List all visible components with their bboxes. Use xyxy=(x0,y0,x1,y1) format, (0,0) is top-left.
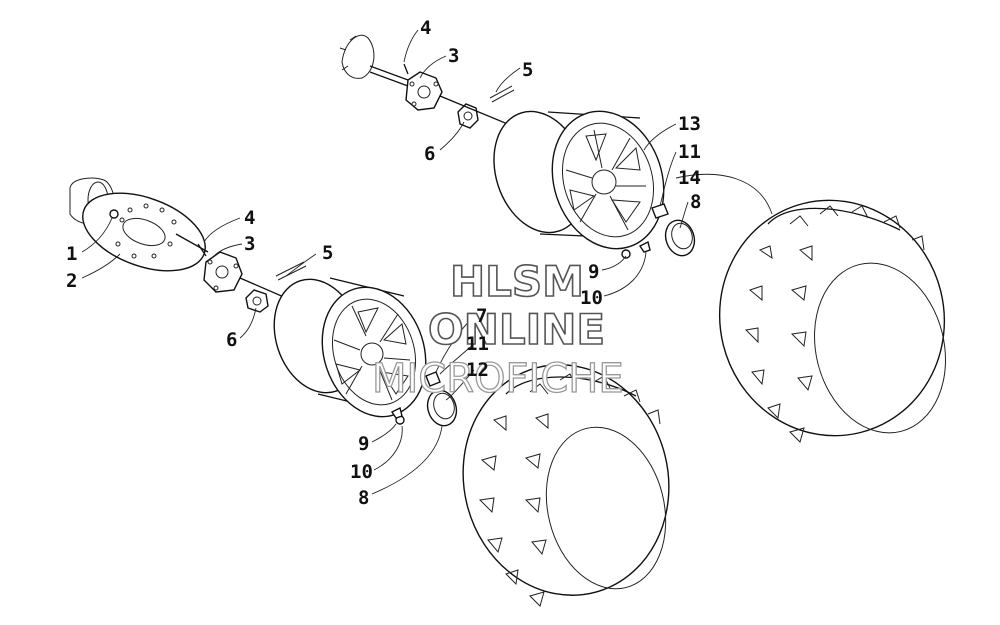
label-9-lower: 9 xyxy=(358,433,369,455)
upper-axle-assembly xyxy=(339,34,516,129)
label-1: 1 xyxy=(66,243,77,265)
watermark-line3: MICROFICHE xyxy=(372,356,624,402)
upper-small-parts xyxy=(621,203,696,259)
upper-tire xyxy=(718,199,946,443)
label-10-upper: 10 xyxy=(580,287,603,309)
label-12: 12 xyxy=(466,359,489,381)
label-8-lower: 8 xyxy=(358,487,369,509)
upper-rim xyxy=(493,110,665,250)
leader-lines xyxy=(81,29,773,495)
label-14: 14 xyxy=(678,167,701,189)
label-13: 13 xyxy=(678,113,701,135)
label-6-upper: 6 xyxy=(424,143,435,165)
watermark-line1: HLSM xyxy=(450,257,584,306)
label-10-lower: 10 xyxy=(350,461,373,483)
label-6-lower: 6 xyxy=(226,329,237,351)
callout-labels: 1 2 4 3 5 6 4 3 5 6 13 11 14 8 9 10 7 11… xyxy=(66,17,701,509)
label-5-lower: 5 xyxy=(322,242,333,264)
watermark-line2: ONLINE xyxy=(428,305,605,354)
label-3-upper: 3 xyxy=(448,45,459,67)
label-5-upper: 5 xyxy=(522,59,533,81)
label-4-upper: 4 xyxy=(420,17,431,39)
label-11-lower: 11 xyxy=(466,333,489,355)
label-2: 2 xyxy=(66,270,77,292)
label-8-upper: 8 xyxy=(690,191,701,213)
label-3-lower: 3 xyxy=(244,233,255,255)
label-4-lower: 4 xyxy=(244,207,255,229)
lower-small-parts xyxy=(390,371,458,427)
label-11-upper: 11 xyxy=(678,141,701,163)
lower-hub-assembly xyxy=(197,243,307,313)
watermark: HLSM ONLINE MICROFICHE xyxy=(371,256,624,402)
lower-tire xyxy=(462,364,670,607)
label-7: 7 xyxy=(476,305,487,327)
lower-rim xyxy=(273,277,427,418)
label-9-upper: 9 xyxy=(588,261,599,283)
brake-assembly xyxy=(69,177,209,272)
